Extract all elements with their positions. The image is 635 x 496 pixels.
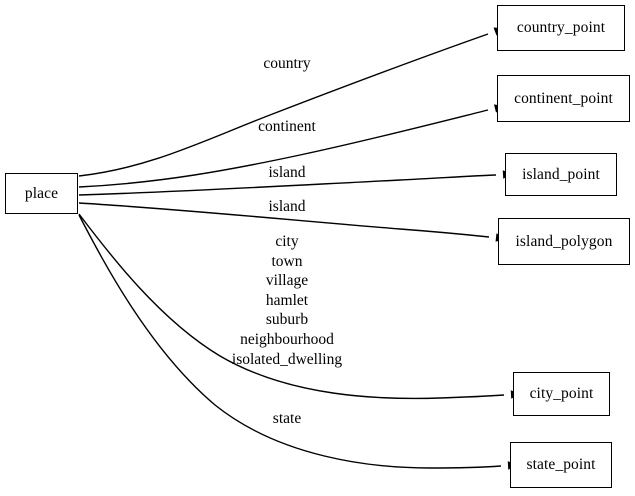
node-island_point[interactable]: island_point — [505, 153, 617, 196]
edge-label-line: state — [272, 410, 302, 427]
edge-city-line — [78, 213, 505, 400]
node-label: country_point — [516, 19, 606, 37]
edge-island-polygon-line — [78, 202, 490, 238]
edge-island-point-label: island — [268, 164, 305, 181]
edge-continent-label: continent — [258, 118, 316, 135]
node-island_polygon[interactable]: island_polygon — [498, 218, 630, 265]
node-continent_point[interactable]: continent_point — [497, 75, 630, 122]
edge-label-line: hamlet — [265, 291, 309, 309]
node-label: city_point — [529, 385, 594, 403]
edge-label-line: island — [268, 164, 306, 181]
edge-label-line: isolated_dwelling — [231, 350, 343, 368]
edge-country — [78, 27, 504, 177]
node-label: state_point — [526, 456, 596, 474]
edge-country-line — [78, 33, 489, 177]
edge-label-line: suburb — [265, 311, 309, 329]
edge-state-label: state — [273, 410, 301, 427]
edge-label-line: island — [268, 198, 306, 215]
node-state_point[interactable]: state_point — [510, 442, 612, 488]
node-city_point[interactable]: city_point — [513, 372, 610, 416]
edge-label-line: village — [265, 272, 309, 290]
edge-label-line: country — [263, 55, 311, 72]
node-label: island_polygon — [515, 232, 613, 250]
edge-label-line: neighbourhood — [240, 330, 334, 348]
edge-continent-line — [78, 109, 489, 188]
node-country_point[interactable]: country_point — [497, 5, 625, 51]
edge-island-polygon-label: island — [268, 198, 305, 215]
node-label: island_point — [522, 165, 600, 183]
edge-country-label: country — [263, 55, 310, 72]
node-label: continent_point — [514, 89, 613, 107]
node-place[interactable]: place — [5, 173, 78, 214]
node-label: place — [24, 184, 59, 202]
edge-label-line: town — [271, 252, 303, 270]
edge-state-line — [78, 214, 502, 469]
edge-label-line: city — [275, 233, 299, 250]
edge-island-point-line — [78, 174, 497, 196]
edge-label-line: continent — [258, 118, 316, 135]
